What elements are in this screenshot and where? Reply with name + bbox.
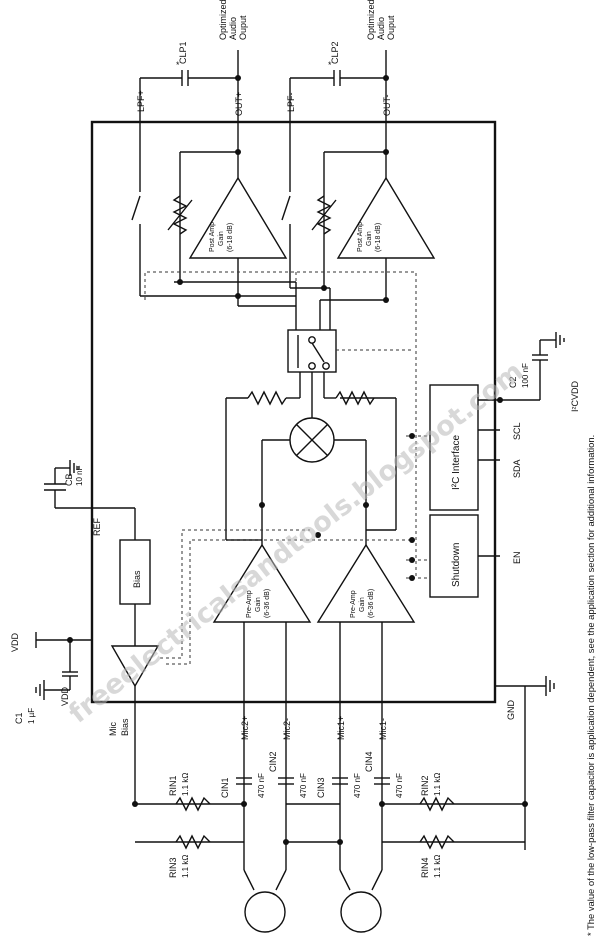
mixer-icon <box>289 417 335 463</box>
cin2-value: 470 nF <box>299 773 308 798</box>
c1-label: C1 <box>14 712 24 724</box>
cb-label: CB <box>64 473 74 486</box>
c2-label: C2 <box>508 376 518 388</box>
out-plus-label: OUT+ <box>234 92 244 116</box>
switch-box <box>287 329 337 373</box>
out-minus-label: OUT- <box>382 94 392 116</box>
svg-text:Audio: Audio <box>228 17 238 40</box>
vdd-label-top: VDD <box>10 632 20 652</box>
input-wiring <box>135 622 525 891</box>
svg-text:Post Amp: Post Amp <box>357 222 364 252</box>
output-minus-label: Optimized Audio Ouput <box>366 0 396 40</box>
cin2-label: CIN2 <box>268 751 278 772</box>
rin2-value: 1.1 kΩ <box>433 773 442 796</box>
post-amp-right <box>336 176 436 259</box>
svg-text:Optimized: Optimized <box>366 0 376 40</box>
mic-bias-label-2: Bias <box>120 718 130 736</box>
mic1-plus-label: Mic1+ <box>336 716 346 740</box>
svg-text:Ouput: Ouput <box>238 15 248 40</box>
pre-amp-right-text: Pre-Amp Gain (6-36 dB) <box>350 589 375 618</box>
mixer-wiring <box>225 372 397 545</box>
output-wiring <box>131 50 387 330</box>
ref-label: REF <box>92 517 102 536</box>
i2c-label: I²C Interface <box>451 435 462 490</box>
svg-text:Ouput: Ouput <box>386 15 396 40</box>
ground-icon <box>495 676 555 850</box>
sda-label: SDA <box>512 459 522 478</box>
post-amp-left-text: Post Amp Gain (6-18 dB) <box>209 222 234 252</box>
rin3-value: 1.1 kΩ <box>181 855 190 878</box>
post-amp-right-text: Post Amp Gain (6-18 dB) <box>357 222 382 252</box>
svg-text:(6-18 dB): (6-18 dB) <box>375 223 382 252</box>
scl-label: SCL <box>512 422 522 440</box>
rin1-value: 1.1 kΩ <box>181 773 190 796</box>
cin3-value: 470 nF <box>353 773 362 798</box>
cin4-label: CIN4 <box>364 751 374 772</box>
svg-text:*: * <box>328 60 332 70</box>
svg-text:Gain: Gain <box>255 597 262 612</box>
pre-amp-left-text: Pre-Amp Gain (6-36 dB) <box>246 589 271 618</box>
svg-text:Gain: Gain <box>359 597 366 612</box>
cin1-label: CIN1 <box>220 777 230 798</box>
rin4-value: 1.1 kΩ <box>433 855 442 878</box>
cin4-value: 470 nF <box>395 773 404 798</box>
svg-text:Gain: Gain <box>218 231 225 246</box>
svg-text:(6-36 dB): (6-36 dB) <box>264 589 271 618</box>
post-amp-left <box>188 176 288 259</box>
clp2-label: CLP2 <box>330 41 340 64</box>
i2c-vdd-label: I²CVDD <box>570 381 580 412</box>
bias-label: Bias <box>132 570 142 588</box>
output-plus-label: Optimized Audio Ouput <box>218 0 248 40</box>
i2c-interface-block <box>429 384 479 511</box>
mic2-plus-label: Mic2+ <box>240 716 250 740</box>
bias-wiring <box>35 460 136 804</box>
vdd-label-ground: VDD <box>60 686 70 706</box>
mic1-minus-label: Mic1- <box>378 718 388 740</box>
pre-amp-right <box>316 543 416 623</box>
microphone-2-icon <box>244 891 286 933</box>
svg-text:Audio: Audio <box>376 17 386 40</box>
pre-amp-left <box>212 543 312 623</box>
cb-value: 10 nF <box>75 465 84 486</box>
shutdown-label: Shutdown <box>451 543 462 587</box>
gnd-label: GND <box>506 700 516 721</box>
rin3-label: RIN3 <box>168 857 178 878</box>
control-lines <box>144 271 430 665</box>
svg-text:(6-18 dB): (6-18 dB) <box>227 223 234 252</box>
mic2-minus-label: Mic2- <box>282 718 292 740</box>
svg-text:Optimized: Optimized <box>218 0 228 40</box>
i2c-pins <box>478 332 565 557</box>
cin3-label: CIN3 <box>316 777 326 798</box>
svg-text:(6-36 dB): (6-36 dB) <box>368 589 375 618</box>
c1-value: 1 µF <box>27 708 36 724</box>
mic-bias-label-1: Mic <box>108 722 118 736</box>
microphone-1-icon <box>340 891 382 933</box>
rin2-label: RIN2 <box>420 775 430 796</box>
rin4-label: RIN4 <box>420 857 430 878</box>
svg-text:Gain: Gain <box>366 231 373 246</box>
lpf-minus-label: LPF- <box>286 92 296 112</box>
c2-value: 100 nF <box>521 363 530 388</box>
lpf-plus-label: LPF+ <box>136 90 146 112</box>
rin1-label: RIN1 <box>168 775 178 796</box>
footnote: * The value of the low-pass filter capac… <box>585 435 596 936</box>
svg-text:Post Amp: Post Amp <box>209 222 216 252</box>
clp1-label: CLP1 <box>178 41 188 64</box>
cin1-value: 470 nF <box>257 773 266 798</box>
en-label: EN <box>512 551 522 564</box>
svg-text:Pre-Amp: Pre-Amp <box>246 590 253 618</box>
chip-outline <box>90 120 497 704</box>
svg-text:*: * <box>176 60 180 70</box>
svg-text:Pre-Amp: Pre-Amp <box>350 590 357 618</box>
